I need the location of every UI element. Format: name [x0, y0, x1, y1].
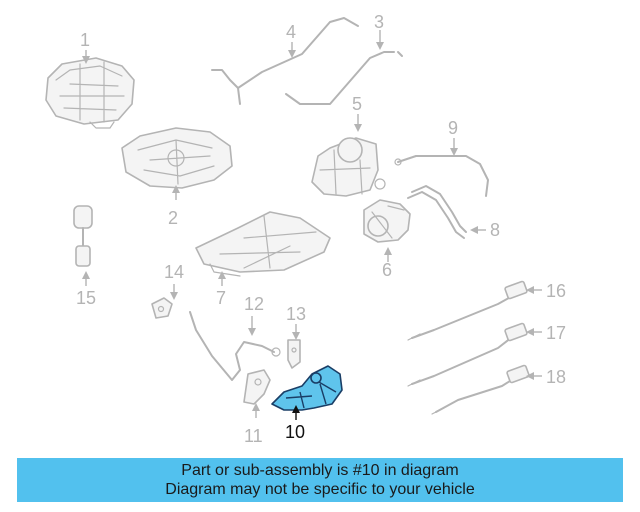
part-13-bracket	[287, 339, 301, 369]
part-9-hose	[394, 155, 489, 197]
callout-16: 16	[546, 281, 566, 301]
callout-7: 7	[216, 288, 226, 308]
callout-11: 11	[244, 426, 263, 446]
banner-line-1: Part or sub-assembly is #10 in diagram	[181, 462, 459, 479]
callout-4: 4	[286, 22, 296, 42]
part-3-hose	[285, 51, 403, 105]
part-18-sensor	[431, 364, 530, 415]
part-5-valve	[311, 137, 386, 197]
part-16-sensor	[407, 280, 528, 341]
callout-2: 2	[168, 208, 178, 228]
part-8-hose	[407, 185, 467, 239]
callout-12: 12	[244, 294, 264, 314]
banner-line-2: Diagram may not be specific to your vehi…	[165, 481, 475, 498]
callout-5: 5	[352, 94, 362, 114]
callout-15: 15	[76, 288, 96, 308]
callout-8: 8	[490, 220, 500, 240]
part-7-manifold	[195, 211, 331, 277]
part-15-sensor	[73, 205, 93, 267]
part-2-shield	[121, 127, 233, 189]
callout-14: 14	[164, 262, 184, 282]
part-1-cover	[45, 57, 135, 129]
part-12-pipe	[189, 311, 281, 381]
callout-13: 13	[286, 304, 306, 324]
part-11-gasket	[243, 369, 271, 405]
part-17-sensor	[407, 322, 528, 387]
callout-9: 9	[448, 118, 458, 138]
part-6-pump	[363, 199, 411, 243]
part-14-bracket	[151, 297, 173, 319]
callout-3: 3	[374, 12, 384, 32]
info-banner: Part or sub-assembly is #10 in diagram D…	[17, 458, 623, 502]
callout-18: 18	[546, 367, 566, 387]
callout-17: 17	[546, 323, 566, 343]
part-4-hose	[211, 17, 359, 105]
callout-1: 1	[80, 30, 90, 50]
part-10-highlighted	[271, 365, 343, 411]
callout-6: 6	[382, 260, 392, 280]
callout-10: 10	[285, 422, 305, 442]
